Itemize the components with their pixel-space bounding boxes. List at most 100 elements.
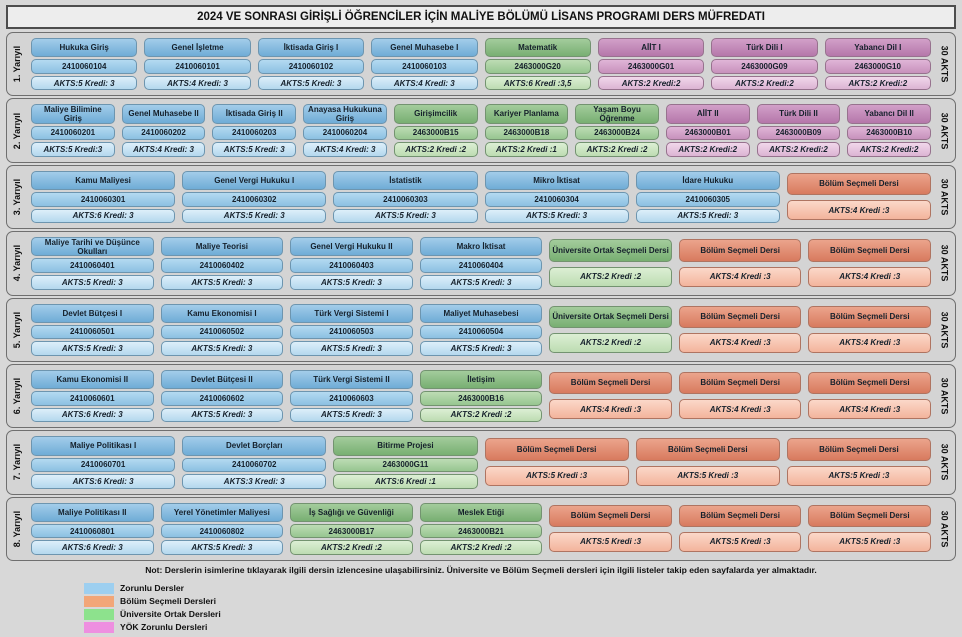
course-credit: AKTS:5 Kredi :3 (484, 465, 629, 486)
semester-label-text: 1. Yarıyıl (12, 46, 23, 83)
course-name[interactable]: İstatistik (333, 170, 478, 191)
semester-label-text: 2. Yarıyıl (12, 112, 23, 149)
course-name[interactable]: Kariyer Planlama (484, 104, 569, 124)
course-credit: AKTS:5 Kredi: 3 (31, 75, 138, 91)
course-name[interactable]: Hukuka Giriş (31, 38, 138, 58)
course-name[interactable]: Maliye Teorisi (160, 237, 284, 257)
course-name[interactable]: Türk Vergi Sistemi II (290, 369, 413, 390)
course-name[interactable]: İletişim (419, 369, 543, 390)
course-credit: AKTS:2 Kredi :2 (549, 266, 672, 287)
course-name[interactable]: Türk Dili I (711, 38, 818, 58)
course-credit: AKTS:2 Kredi :2 (393, 142, 478, 157)
course-name[interactable]: Maliye Politikası II (31, 502, 154, 522)
semester-akts-text: 30 AKTS (939, 510, 950, 548)
course-name: Bölüm Seçmeli Dersi (678, 371, 802, 395)
course-name[interactable]: Türk Vergi Sistemi I (290, 303, 413, 323)
course-name[interactable]: AİİT I (597, 38, 705, 58)
course-code: 2410060602 (160, 391, 284, 406)
legend-label: YÖK Zorunlu Dersleri (120, 622, 208, 632)
course-credit: AKTS:6 Kredi: 3 (31, 407, 154, 423)
course-name: Üniversite Ortak Seçmeli Dersi (549, 305, 672, 328)
course-name[interactable]: Kamu Ekonomisi I (160, 303, 284, 323)
course-name[interactable]: Yaşam Boyu Öğrenme (575, 104, 659, 124)
course-code: 2463000B17 (290, 523, 413, 539)
course-name[interactable]: Devlet Bütçesi I (31, 303, 154, 323)
course-credit: AKTS:4 Kredi :3 (678, 399, 802, 420)
course-name[interactable]: Genel Muhasebe II (121, 104, 206, 124)
course-credit: AKTS:2 Kredi :2 (419, 407, 543, 423)
course-credit: AKTS:4 Kredi :3 (808, 266, 932, 287)
course-name[interactable]: İdare Hukuku (635, 170, 780, 191)
course-name[interactable]: Maliyet Muhasebesi (419, 303, 543, 323)
course-name[interactable]: Maliye Politikası I (31, 436, 176, 456)
course-code: 2410060201 (31, 125, 115, 141)
course-name[interactable]: Girişimcilik (393, 104, 478, 124)
course-name[interactable]: Kamu Ekonomisi II (31, 369, 154, 390)
semester-akts-total: 30 AKTS (935, 500, 954, 558)
course-name[interactable]: Yabancı Dil II (847, 104, 932, 124)
course-name[interactable]: AİİT II (665, 104, 750, 124)
course-name[interactable]: Genel İşletme (144, 38, 251, 58)
course-name[interactable]: İktisada Giriş II (212, 104, 297, 124)
course-credit: AKTS:6 Kredi: 3 (31, 540, 154, 555)
course-name[interactable]: Anayasa Hukukuna Giriş (303, 104, 387, 124)
course-credit: AKTS:5 Kredi: 3 (290, 407, 413, 423)
course-credit: AKTS:6 Kredi :1 (333, 474, 478, 489)
course-name[interactable]: Genel Vergi Hukuku II (290, 237, 413, 257)
semester-label-text: 8. Yarıyıl (12, 510, 23, 547)
course-credit: AKTS:5 Kredi: 3 (182, 208, 327, 224)
semester-label: 8. Yarıyıl (8, 500, 27, 558)
course-name[interactable]: Genel Vergi Hukuku I (182, 170, 327, 191)
course-name[interactable]: Devlet Bütçesi II (160, 369, 284, 390)
course-credit: AKTS:4 Kredi :3 (808, 399, 932, 420)
course-name[interactable]: Devlet Borçları (182, 436, 327, 456)
semester-akts-text: 30 AKTS (939, 311, 950, 349)
course-name[interactable]: Genel Muhasebe I (371, 38, 478, 58)
course-name[interactable]: Maliye Tarihi ve Düşünce Okulları (31, 237, 154, 257)
course-code: 2410060202 (121, 125, 206, 141)
course-name[interactable]: Bitirme Projesi (333, 436, 478, 456)
course-name[interactable]: Kamu Maliyesi (31, 170, 176, 191)
course-credit: AKTS:4 Kredi :3 (808, 332, 932, 353)
course-name[interactable]: İş Sağlığı ve Güvenliği (290, 502, 413, 522)
course-code: 2463000B21 (419, 523, 543, 539)
course-credit: AKTS:5 Kredi: 3 (333, 208, 478, 224)
course-name[interactable]: Maliye Bilimine Giriş (31, 104, 115, 124)
course-name[interactable]: Matematik (484, 38, 591, 58)
course-name[interactable]: Mikro İktisat (484, 170, 629, 191)
course-name[interactable]: İktisada Giriş I (257, 38, 365, 58)
course-name[interactable]: Yerel Yönetimler Maliyesi (160, 502, 284, 522)
semester-label: 6. Yarıyıl (8, 367, 27, 425)
course-name[interactable]: Türk Dili II (756, 104, 841, 124)
course-name[interactable]: Makro İktisat (419, 237, 543, 257)
course-name[interactable]: Meslek Etiği (419, 502, 543, 522)
course-name[interactable]: Yabancı Dil I (824, 38, 931, 58)
semester-label: 4. Yarıyıl (8, 234, 27, 292)
course-name: Bölüm Seçmeli Dersi (549, 371, 672, 395)
course-credit: AKTS:5 Kredi: 3 (635, 208, 780, 224)
semester-label: 7. Yarıyıl (8, 433, 27, 491)
